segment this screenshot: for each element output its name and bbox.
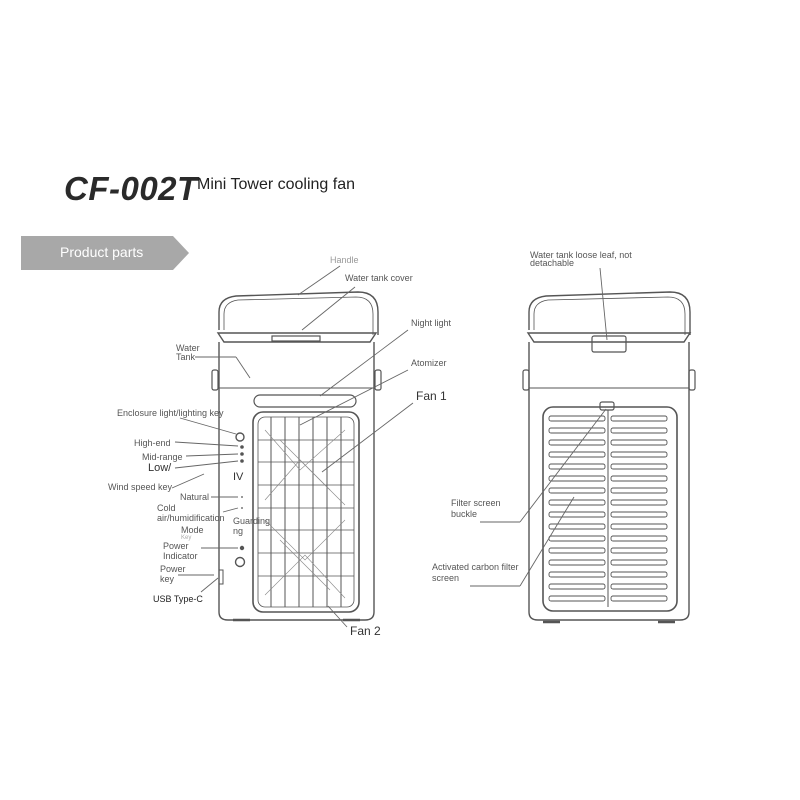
back-view bbox=[470, 267, 696, 624]
label-fan-2: Fan 2 bbox=[350, 624, 381, 638]
model-number: CF-002T bbox=[64, 170, 198, 207]
label-water-tank-cover: Water tank cover bbox=[345, 273, 413, 283]
label-filter-buckle-line1: Filter screen bbox=[451, 498, 501, 508]
front-view bbox=[171, 265, 414, 628]
label-night-light: Night light bbox=[411, 318, 452, 328]
label-loose-leaf-line2: detachable bbox=[530, 258, 575, 268]
label-power-indicator-line2: Indicator bbox=[163, 551, 198, 561]
label-cold-line1: Cold bbox=[157, 503, 176, 513]
label-loose-leaf-line1: Water tank loose leaf, not bbox=[530, 250, 632, 260]
label-mode-line1: Mode bbox=[181, 525, 204, 535]
label-mid-range: Mid-range bbox=[142, 452, 183, 462]
label-wind-speed-key: Wind speed key bbox=[108, 482, 173, 492]
label-fan-1: Fan 1 bbox=[416, 389, 447, 403]
product-description: Mini Tower cooling fan bbox=[197, 176, 356, 193]
panel-text-iv: IV bbox=[233, 471, 244, 483]
section-tab-shape bbox=[21, 236, 189, 270]
label-enclosure-light: Enclosure light/lighting key bbox=[117, 408, 224, 418]
label-natural: Natural bbox=[180, 492, 210, 502]
label-usb-type-c: USB Type-C bbox=[153, 594, 203, 604]
label-filter-buckle-line2: buckle bbox=[451, 509, 478, 519]
label-high-end: High-end bbox=[134, 438, 171, 448]
label-power-indicator-line1: Power bbox=[163, 541, 189, 551]
label-carbon-filter-line2: screen bbox=[432, 573, 460, 583]
label-power-key-line2: key bbox=[160, 574, 175, 584]
label-atomizer: Atomizer bbox=[411, 358, 447, 368]
label-handle: Handle bbox=[330, 255, 359, 265]
label-cold-line2: air/humidification bbox=[157, 513, 225, 523]
section-tab-label: Product parts bbox=[60, 244, 144, 260]
label-power-key-line1: Power bbox=[160, 564, 186, 574]
section-tab-product-parts: Product parts bbox=[21, 236, 189, 270]
label-carbon-filter-line1: Activated carbon filter bbox=[432, 562, 519, 572]
label-water-tank-line2: Tank bbox=[176, 352, 196, 362]
label-mode-line2: Key bbox=[181, 535, 192, 541]
label-low: Low/ bbox=[148, 462, 172, 474]
panel-text-guarding-line1: Guarding bbox=[233, 516, 271, 526]
panel-text-guarding-line2: ng bbox=[233, 526, 244, 536]
label-water-tank-line1: Water bbox=[176, 343, 200, 353]
